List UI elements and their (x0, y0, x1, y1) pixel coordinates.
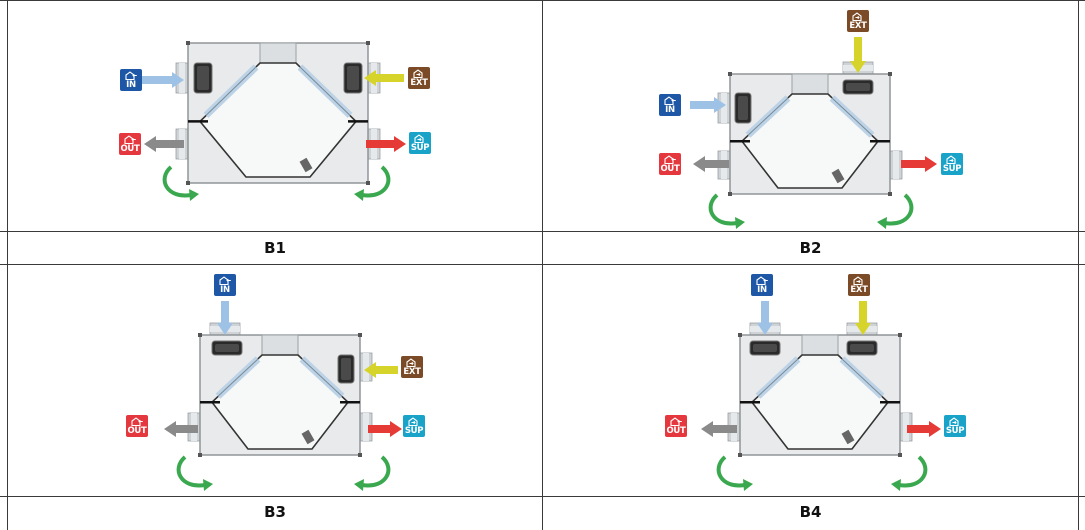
arrow-ext (364, 362, 398, 378)
filter-ext (842, 79, 874, 95)
rotate-arrow-left (176, 455, 213, 491)
unit-diagram (142, 41, 406, 201)
unit-diagram (690, 37, 937, 229)
arrow-out (164, 421, 198, 437)
in-badge: IN (214, 274, 236, 296)
in-badge-label: IN (757, 285, 767, 295)
heat-recovery-unit (186, 41, 370, 185)
in-badge: IN (751, 274, 773, 296)
house-arrow-out-icon (413, 69, 423, 78)
rotate-arrow-right (891, 455, 928, 491)
filter-in (734, 92, 752, 124)
sup-badge-label: SUP (945, 426, 965, 436)
house-arrow-in-icon (664, 96, 676, 105)
house-arrow-out-icon (946, 155, 956, 164)
sup-badge-label: SUP (942, 164, 962, 174)
filter-in (211, 340, 243, 356)
arrow-in (757, 301, 773, 335)
out-badge-label: OUT (127, 426, 147, 436)
house-arrow-in-icon (219, 276, 231, 285)
house-arrow-out-icon (406, 358, 416, 367)
filter-ext (343, 62, 363, 94)
ext-badge-label: EXT (849, 21, 867, 31)
out-badge-label: OUT (666, 426, 686, 436)
caption-b4: B4 (799, 503, 822, 521)
house-arrow-in-icon (664, 155, 676, 164)
diagram-b1: IN EXT OUT SUP (8, 1, 542, 231)
sup-badge-label: SUP (404, 426, 424, 436)
arrow-out (693, 156, 729, 172)
out-badge: OUT (126, 415, 148, 437)
arrow-out (701, 421, 737, 437)
table-border-right (1078, 0, 1079, 530)
in-badge-label: IN (220, 285, 230, 295)
arrow-sup (901, 156, 937, 172)
rotate-arrow-left (708, 193, 745, 229)
rotate-arrow-right (354, 165, 391, 201)
in-badge: IN (659, 94, 681, 116)
out-badge: OUT (119, 133, 141, 155)
in-badge: IN (120, 69, 142, 91)
ext-badge-label: EXT (850, 285, 868, 295)
rotate-arrow-right (354, 455, 391, 491)
arrow-ext (855, 301, 871, 335)
ext-badge-label: EXT (403, 367, 421, 377)
filter-ext (846, 340, 878, 356)
heat-recovery-unit (198, 333, 362, 457)
ext-badge: EXT (847, 10, 869, 32)
sup-badge: SUP (944, 415, 966, 437)
sup-duct-spigot (889, 150, 903, 180)
sup-badge: SUP (409, 132, 431, 154)
sup-badge-label: SUP (410, 143, 430, 153)
ext-badge-label: EXT (410, 78, 428, 88)
arrow-sup (366, 136, 406, 152)
caption-b2: B2 (799, 239, 822, 257)
arrow-sup (368, 421, 402, 437)
arrow-out (144, 136, 184, 152)
arrow-in (217, 301, 233, 335)
table-border-left (7, 0, 8, 530)
ext-badge: EXT (848, 274, 870, 296)
house-arrow-out-icon (853, 276, 863, 285)
house-arrow-in-icon (125, 71, 137, 80)
arrow-in (142, 72, 184, 88)
arrow-ext (850, 37, 866, 73)
in-badge-label: IN (126, 80, 136, 90)
filter-in (749, 340, 781, 356)
rotate-arrow-left (162, 165, 199, 201)
out-badge: OUT (665, 415, 687, 437)
house-arrow-out-icon (852, 12, 862, 21)
house-arrow-out-icon (408, 417, 418, 426)
filter-in (193, 62, 213, 94)
ext-badge: EXT (408, 67, 430, 89)
sup-badge: SUP (403, 415, 425, 437)
rotate-arrow-left (716, 455, 753, 491)
house-arrow-in-icon (131, 417, 143, 426)
house-arrow-in-icon (756, 276, 768, 285)
ext-badge: EXT (401, 356, 423, 378)
sup-badge: SUP (941, 153, 963, 175)
diagram-b2: EXT IN OUT SUP (543, 1, 1078, 231)
arrow-sup (907, 421, 941, 437)
house-arrow-in-icon (670, 417, 682, 426)
unit-diagram (701, 301, 941, 491)
table-column-divider (542, 0, 543, 530)
house-arrow-out-icon (414, 134, 424, 143)
out-badge: OUT (659, 153, 681, 175)
house-arrow-out-icon (949, 417, 959, 426)
caption-b1: B1 (264, 239, 286, 257)
caption-b3: B3 (264, 503, 286, 521)
rotate-arrow-right (877, 193, 914, 229)
diagram-b4: IN EXT OUT SUP (543, 265, 1078, 496)
unit-diagram (164, 301, 402, 491)
arrow-ext (364, 70, 404, 86)
arrow-in (690, 97, 726, 113)
filter-ext (337, 354, 355, 384)
house-arrow-in-icon (124, 135, 136, 144)
out-badge-label: OUT (120, 144, 140, 154)
out-badge-label: OUT (660, 164, 680, 174)
diagram-b3: IN EXT OUT SUP (8, 265, 542, 496)
in-badge-label: IN (665, 105, 675, 115)
